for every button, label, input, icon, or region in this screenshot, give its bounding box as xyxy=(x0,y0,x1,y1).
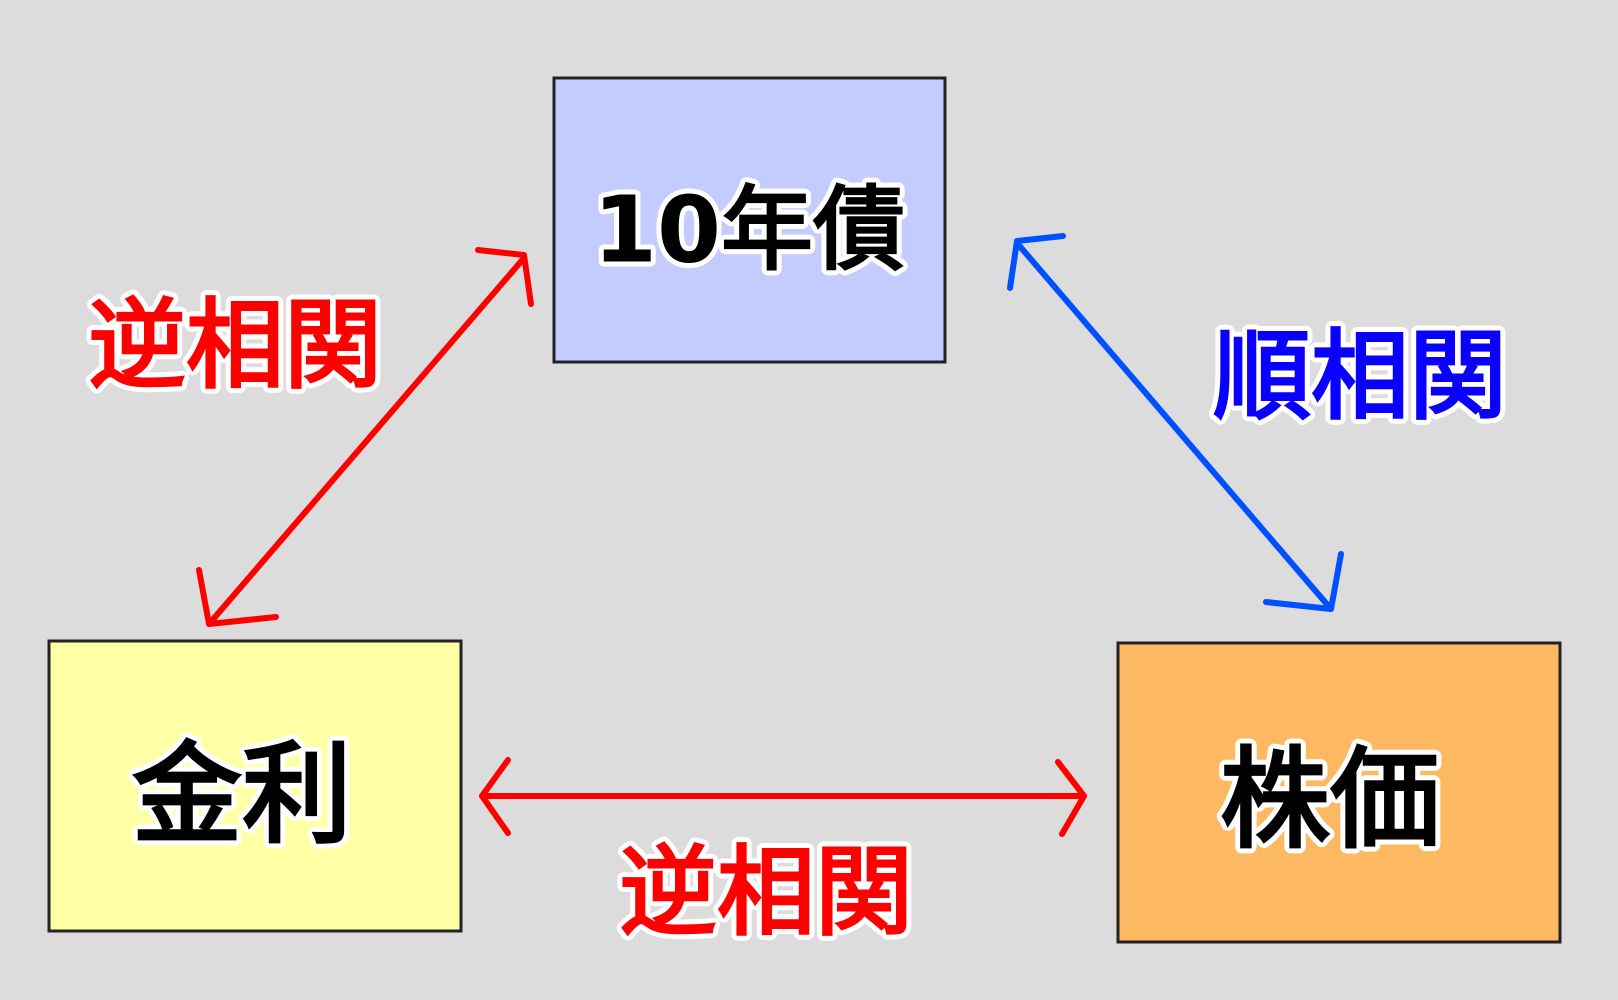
bond-label: 10年債 xyxy=(593,177,905,284)
rate-label: 金利 xyxy=(131,731,352,859)
bond-stock-relation-label: 順相関 xyxy=(1213,320,1507,434)
bond-box xyxy=(552,76,947,364)
rate-box xyxy=(47,639,463,933)
bond-stock-arrow xyxy=(1007,233,1344,612)
stock-box xyxy=(1116,641,1562,944)
stock-label: 株価 xyxy=(1220,736,1440,864)
node-rate: 金利 xyxy=(47,639,463,933)
rate-stock-arrow xyxy=(479,757,1087,837)
node-stock: 株価 xyxy=(1116,641,1562,944)
bond-rate-relation-label: 逆相関 xyxy=(88,289,382,403)
rate-stock-relation-label: 逆相関 xyxy=(619,836,913,950)
node-bond: 10年債 xyxy=(552,76,947,364)
bond-rate-arrow xyxy=(196,247,534,627)
